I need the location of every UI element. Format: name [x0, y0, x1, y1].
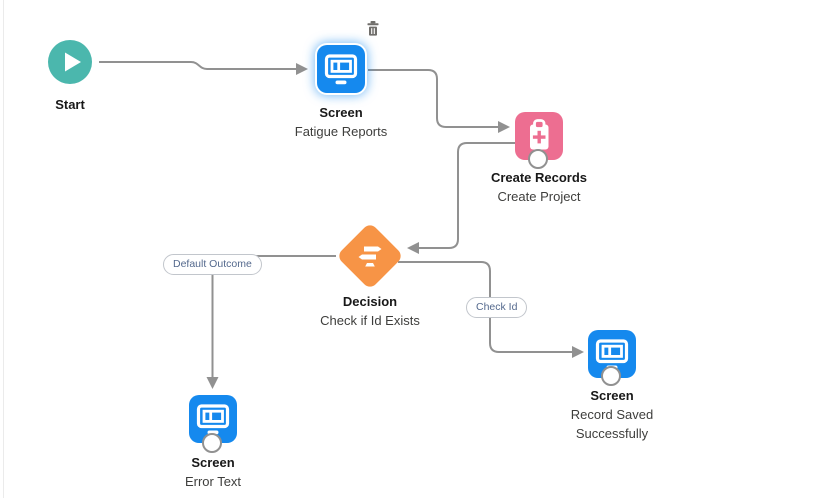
record-create-icon	[530, 119, 549, 150]
node-start-label: Start	[10, 95, 130, 114]
create-records-title: Create Records	[490, 170, 588, 185]
node-screen-fatigue-reports[interactable]	[317, 45, 365, 93]
start-title: Start	[55, 97, 85, 112]
connector-label-check-id[interactable]: Check Id	[466, 297, 528, 318]
screen-record-saved-connector-stub	[601, 366, 621, 386]
connector-screen-to-create-records	[368, 69, 510, 133]
screen-error-text-connector-stub	[202, 433, 222, 453]
create-records-name: Create Project	[497, 189, 581, 204]
node-create-records[interactable]	[515, 112, 563, 160]
connector-label-default-outcome[interactable]: Default Outcome	[163, 254, 262, 275]
screen-icon	[324, 54, 358, 85]
node-start[interactable]	[48, 40, 92, 84]
node-decision-label: Decision Check if Id Exists	[280, 292, 460, 330]
delete-node-button[interactable]	[366, 21, 380, 37]
connector-create-records-to-decision	[407, 142, 515, 254]
canvas-left-border	[3, 0, 4, 498]
decision-name: Check if Id Exists	[320, 313, 420, 328]
create-records-connector-stub	[528, 149, 548, 169]
node-screen-error-text-label: Screen Error Text	[143, 453, 283, 491]
screen-fatigue-title: Screen	[319, 105, 363, 120]
screen-error-text-title: Screen	[191, 455, 235, 470]
decision-title: Decision	[342, 294, 398, 309]
node-screen-fatigue-reports-label: Screen Fatigue Reports	[261, 103, 421, 141]
screen-error-text-name: Error Text	[184, 474, 242, 489]
screen-fatigue-name: Fatigue Reports	[294, 124, 388, 139]
screen-record-saved-name: Record Saved Successfully	[570, 407, 654, 441]
screen-record-saved-title: Screen	[590, 388, 634, 403]
play-icon	[65, 52, 81, 72]
node-create-records-label: Create Records Create Project	[459, 168, 619, 206]
signpost-icon	[358, 246, 382, 267]
node-screen-record-saved-label: Screen Record Saved Successfully	[552, 386, 672, 443]
connector-start-to-screen	[99, 61, 308, 75]
trash-icon	[367, 21, 379, 36]
